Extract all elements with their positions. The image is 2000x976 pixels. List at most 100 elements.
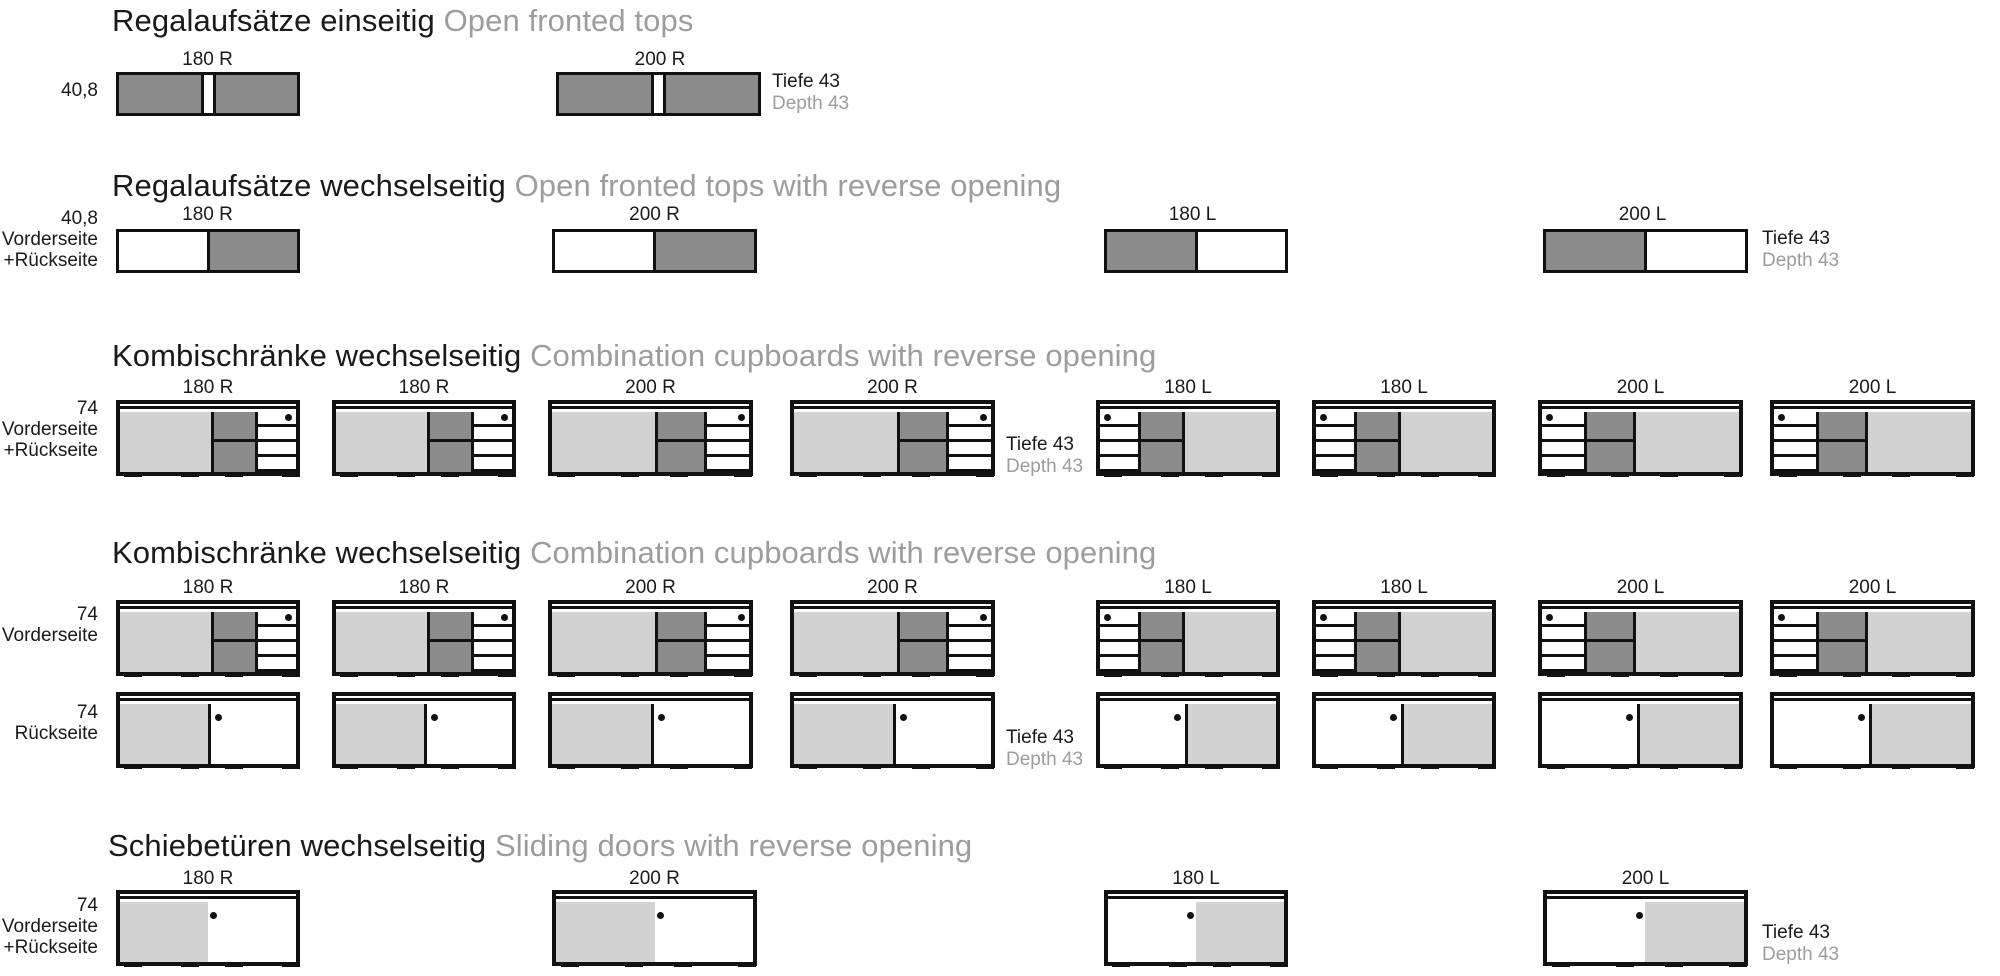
door-handle-knob[interactable] xyxy=(285,414,292,421)
cabinet-middle-lower[interactable] xyxy=(658,442,704,472)
cabinet-drawer[interactable] xyxy=(1542,457,1584,472)
cabinet-half-open-200l[interactable] xyxy=(1543,229,1748,273)
cabinet-drawer[interactable] xyxy=(1774,457,1816,472)
door-handle-knob[interactable] xyxy=(1546,614,1553,621)
cabinet-middle-upper[interactable] xyxy=(214,412,255,442)
cabinet-drawer-stack[interactable] xyxy=(1542,612,1584,672)
cabinet-middle-compartment[interactable] xyxy=(1819,412,1865,472)
cabinet-back-panel-open[interactable] xyxy=(1100,704,1185,764)
cabinet-middle-compartment[interactable] xyxy=(900,612,946,672)
cabinet-combination-r[interactable] xyxy=(332,400,517,477)
cabinet-middle-upper[interactable] xyxy=(430,412,471,442)
cabinet-middle-compartment[interactable] xyxy=(1819,612,1865,672)
cabinet-middle-upper[interactable] xyxy=(900,412,946,442)
cabinet-large-door[interactable] xyxy=(552,612,655,672)
cabinet-drawer[interactable] xyxy=(474,657,512,672)
door-handle-knob[interactable] xyxy=(1546,414,1553,421)
cabinet-drawer[interactable] xyxy=(258,427,296,442)
cabinet-middle-upper[interactable] xyxy=(658,412,704,442)
cabinet-drawer[interactable] xyxy=(1100,657,1138,672)
cabinet-middle-lower[interactable] xyxy=(430,442,471,472)
cabinet-drawer[interactable] xyxy=(474,642,512,657)
cabinet-combination-r[interactable] xyxy=(332,600,517,677)
cabinet-middle-compartment[interactable] xyxy=(1587,412,1633,472)
cabinet-drawer[interactable] xyxy=(1316,657,1354,672)
cabinet-large-door[interactable] xyxy=(1185,612,1276,672)
cabinet-middle-upper[interactable] xyxy=(658,612,704,642)
cabinet-sliding-l[interactable] xyxy=(1543,890,1748,967)
cabinet-middle-compartment[interactable] xyxy=(1141,612,1182,672)
cabinet-drawer-stack[interactable] xyxy=(707,412,749,472)
cabinet-half-open-180l[interactable] xyxy=(1104,229,1288,273)
cabinet-back-panel-open[interactable] xyxy=(896,704,991,764)
cabinet-sliding-opening[interactable] xyxy=(655,902,753,962)
door-handle-knob[interactable] xyxy=(1104,614,1111,621)
door-handle-knob[interactable] xyxy=(1778,414,1785,421)
cabinet-drawer[interactable] xyxy=(258,457,296,472)
cabinet-middle-lower[interactable] xyxy=(214,642,255,672)
door-handle-knob[interactable] xyxy=(210,912,217,919)
cabinet-middle-upper[interactable] xyxy=(1819,412,1865,442)
cabinet-drawer-stack[interactable] xyxy=(474,612,512,672)
cabinet-drawer[interactable] xyxy=(1774,627,1816,642)
cabinet-back-panel-open[interactable] xyxy=(1542,704,1637,764)
door-handle-knob[interactable] xyxy=(1636,912,1643,919)
cabinet-drawer[interactable] xyxy=(1100,642,1138,657)
cabinet-combination-l[interactable] xyxy=(1096,400,1281,477)
door-handle-knob[interactable] xyxy=(501,614,508,621)
door-handle-knob[interactable] xyxy=(1858,714,1865,721)
cabinet-drawer[interactable] xyxy=(1774,657,1816,672)
cabinet-back-panel-light[interactable] xyxy=(794,704,893,764)
cabinet-middle-lower[interactable] xyxy=(214,442,255,472)
cabinet-back-panel-light[interactable] xyxy=(1640,704,1739,764)
cabinet-middle-lower[interactable] xyxy=(1587,442,1633,472)
cabinet-drawer[interactable] xyxy=(1316,642,1354,657)
cabinet-middle-lower[interactable] xyxy=(1357,442,1398,472)
cabinet-half-open-180r[interactable] xyxy=(116,229,300,273)
cabinet-drawer[interactable] xyxy=(1542,642,1584,657)
cabinet-middle-lower[interactable] xyxy=(900,442,946,472)
cabinet-drawer[interactable] xyxy=(1100,627,1138,642)
cabinet-combination-l[interactable] xyxy=(1770,600,1975,677)
cabinet-drawer[interactable] xyxy=(949,642,991,657)
cabinet-drawer[interactable] xyxy=(474,457,512,472)
cabinet-back-l[interactable] xyxy=(1312,692,1497,769)
cabinet-large-door[interactable] xyxy=(794,612,897,672)
cabinet-back-l[interactable] xyxy=(1538,692,1743,769)
door-handle-knob[interactable] xyxy=(1104,414,1111,421)
cabinet-back-panel-light[interactable] xyxy=(1188,704,1276,764)
cabinet-middle-compartment[interactable] xyxy=(430,412,471,472)
cabinet-middle-lower[interactable] xyxy=(1819,642,1865,672)
cabinet-open-top-200r[interactable] xyxy=(556,72,761,116)
cabinet-sliding-l[interactable] xyxy=(1104,890,1289,967)
cabinet-middle-lower[interactable] xyxy=(900,642,946,672)
door-handle-knob[interactable] xyxy=(501,414,508,421)
cabinet-middle-compartment[interactable] xyxy=(900,412,946,472)
door-handle-knob[interactable] xyxy=(431,714,438,721)
door-handle-knob[interactable] xyxy=(1174,714,1181,721)
cabinet-drawer[interactable] xyxy=(258,627,296,642)
cabinet-middle-compartment[interactable] xyxy=(214,412,255,472)
cabinet-combination-l[interactable] xyxy=(1312,400,1497,477)
cabinet-sliding-door[interactable] xyxy=(1645,902,1744,962)
cabinet-drawer[interactable] xyxy=(949,442,991,457)
cabinet-combination-l[interactable] xyxy=(1538,600,1743,677)
cabinet-drawer[interactable] xyxy=(707,657,749,672)
door-handle-knob[interactable] xyxy=(285,614,292,621)
cabinet-back-r[interactable] xyxy=(790,692,995,769)
cabinet-drawer[interactable] xyxy=(1316,627,1354,642)
cabinet-drawer-stack[interactable] xyxy=(1316,612,1354,672)
door-handle-knob[interactable] xyxy=(900,714,907,721)
door-handle-knob[interactable] xyxy=(215,714,222,721)
cabinet-drawer-stack[interactable] xyxy=(1100,612,1138,672)
cabinet-drawer-stack[interactable] xyxy=(1100,412,1138,472)
cabinet-drawer[interactable] xyxy=(949,427,991,442)
cabinet-drawer[interactable] xyxy=(707,642,749,657)
cabinet-back-r[interactable] xyxy=(332,692,517,769)
cabinet-middle-compartment[interactable] xyxy=(430,612,471,672)
door-handle-knob[interactable] xyxy=(657,912,664,919)
cabinet-back-panel-light[interactable] xyxy=(1404,704,1492,764)
cabinet-large-door[interactable] xyxy=(120,412,211,472)
cabinet-drawer-stack[interactable] xyxy=(258,612,296,672)
cabinet-open-top-180r[interactable] xyxy=(116,72,300,116)
